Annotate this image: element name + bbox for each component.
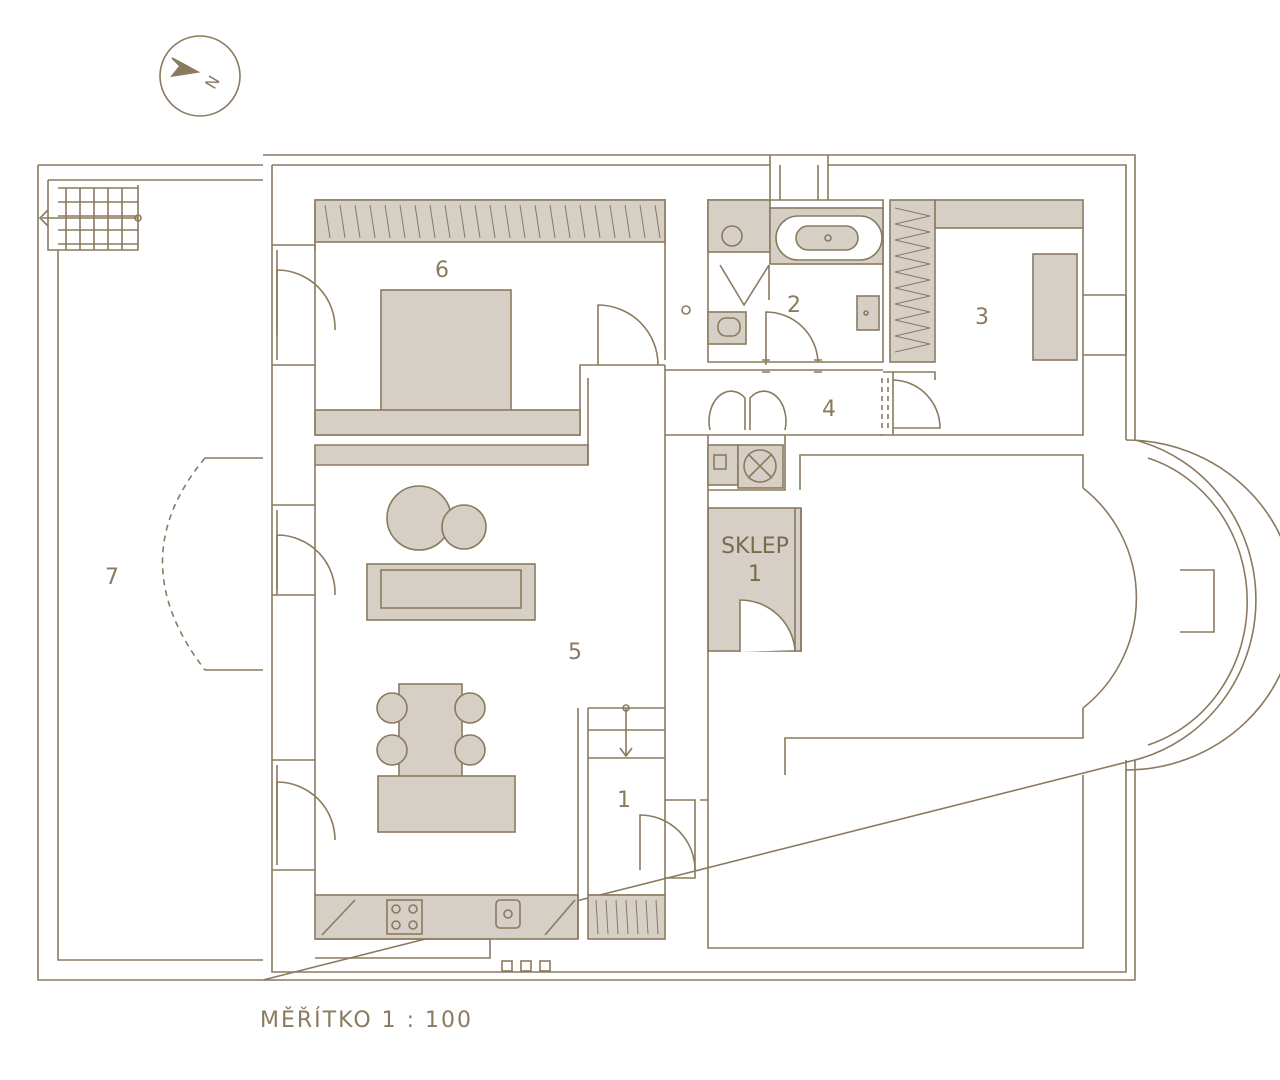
room-label-3: 3 bbox=[975, 305, 989, 330]
compass-circle bbox=[159, 35, 241, 117]
kitchen-island bbox=[377, 775, 516, 833]
door-1 bbox=[639, 814, 696, 871]
sink bbox=[495, 899, 521, 929]
compass-letter: N bbox=[201, 72, 223, 92]
bed bbox=[380, 289, 512, 433]
round-table-small bbox=[441, 504, 487, 550]
room-3 bbox=[880, 199, 1127, 436]
bedside-shelf bbox=[314, 409, 581, 436]
chair bbox=[376, 734, 408, 766]
room-5-walls bbox=[314, 378, 708, 895]
round-table-large bbox=[386, 485, 452, 551]
room-label-1: 1 bbox=[617, 788, 631, 813]
dining-table bbox=[398, 683, 463, 791]
chair bbox=[454, 734, 486, 766]
chair bbox=[376, 692, 408, 724]
kitchen-counter bbox=[314, 894, 579, 940]
door-terrace-2 bbox=[276, 534, 336, 596]
compass: N bbox=[159, 35, 241, 117]
east-room bbox=[707, 454, 1215, 949]
outer-walls bbox=[37, 154, 1280, 981]
terrace-stairs bbox=[38, 187, 142, 250]
room-label-4: 4 bbox=[822, 397, 836, 422]
desk bbox=[1032, 253, 1078, 361]
room-4 bbox=[665, 369, 889, 491]
door-3 bbox=[892, 379, 941, 429]
door-6 bbox=[597, 304, 659, 366]
room-label-7: 7 bbox=[105, 565, 119, 590]
room-1 bbox=[577, 704, 696, 940]
awning-outline bbox=[161, 457, 206, 671]
cooktop bbox=[386, 899, 423, 935]
room-label-5: 5 bbox=[568, 640, 582, 665]
room-label-6: 6 bbox=[435, 258, 449, 283]
scale-label: MĚŘÍTKO 1 : 100 bbox=[260, 1008, 474, 1033]
washbasin-icon bbox=[721, 225, 743, 247]
room-2 bbox=[707, 199, 884, 373]
room-label-2: 2 bbox=[787, 293, 801, 318]
cellar-label-line2: 1 bbox=[748, 562, 762, 587]
closet-door-left bbox=[708, 390, 746, 431]
closet-door-right bbox=[749, 390, 787, 431]
door-terrace-1 bbox=[276, 269, 336, 335]
chair bbox=[454, 692, 486, 724]
column-icon bbox=[681, 305, 691, 315]
cellar-label-line1: SKLEP bbox=[721, 534, 789, 559]
bath-door bbox=[719, 264, 770, 307]
door-2 bbox=[765, 311, 819, 365]
door-cellar bbox=[739, 599, 796, 652]
cellar-label: SKLEP 1 bbox=[710, 533, 800, 589]
north-arrow-icon bbox=[170, 57, 201, 78]
door-terrace-3 bbox=[276, 781, 336, 841]
